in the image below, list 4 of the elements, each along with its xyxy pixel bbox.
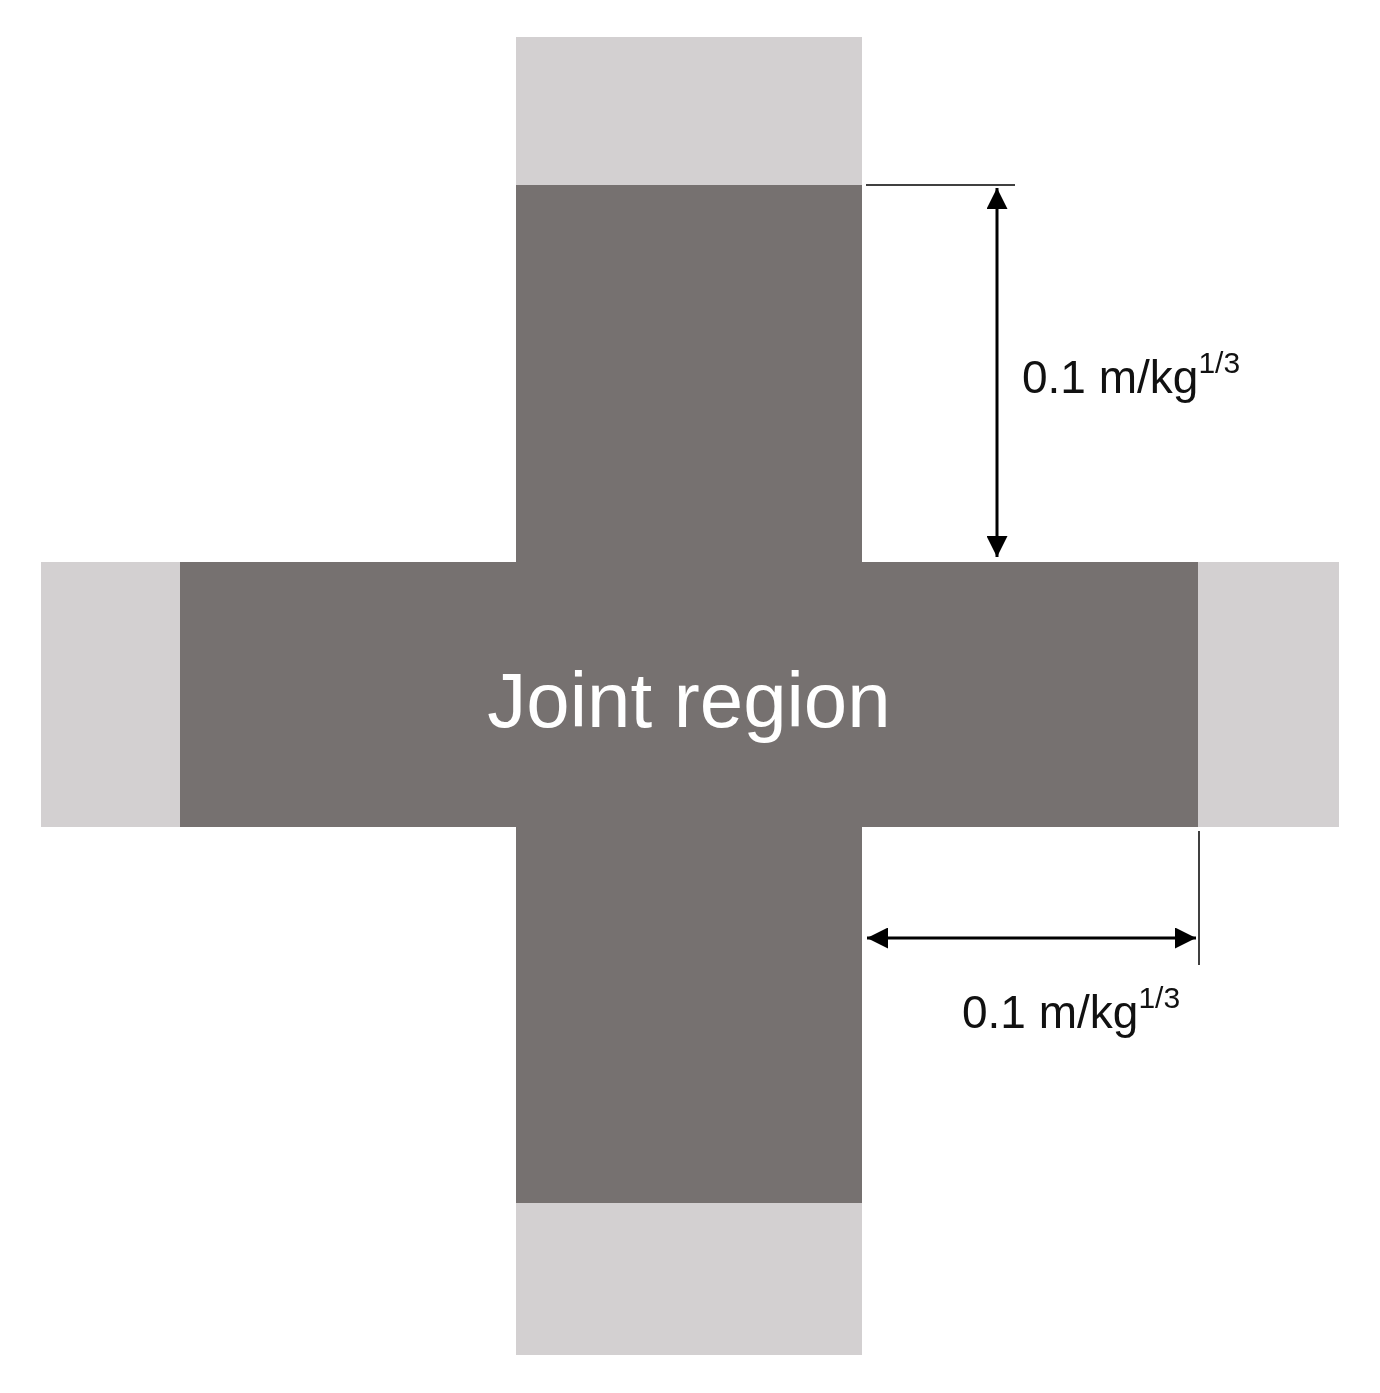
- dimension-label: 0.1 m/kg$^{1/3}$: [962, 985, 1181, 1039]
- region-label: Joint region: [487, 656, 891, 744]
- joint-cross: [180, 185, 1198, 1203]
- dimension-label: 0.1 m/kg$^{1/3}$: [1022, 350, 1241, 404]
